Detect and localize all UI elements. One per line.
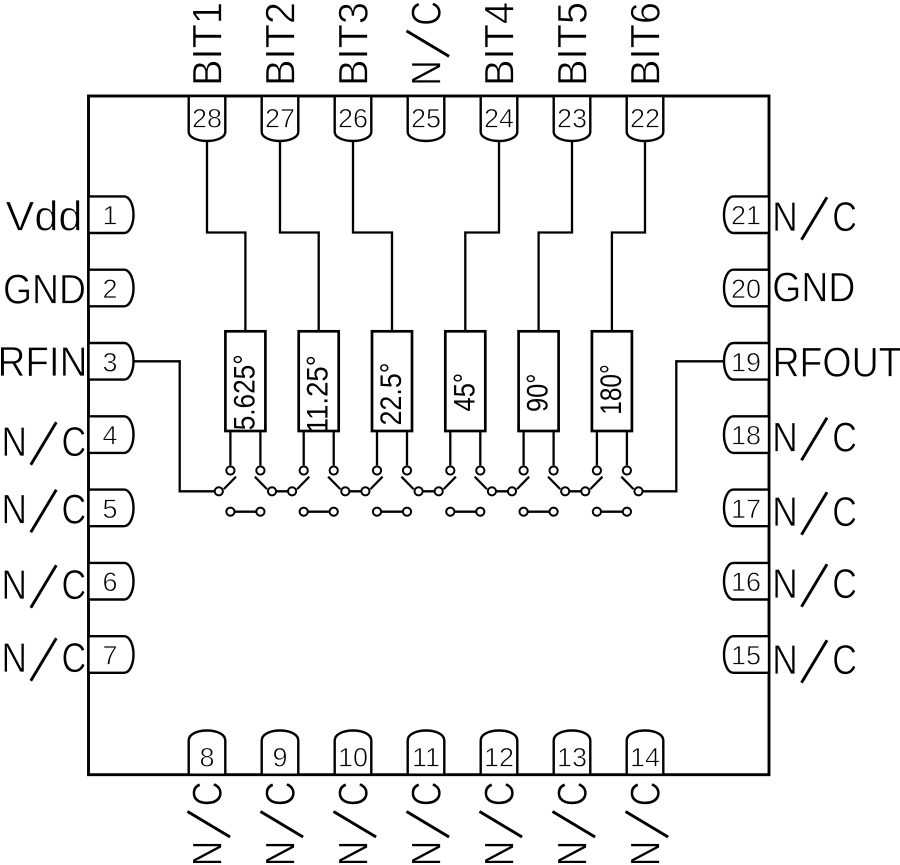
svg-text:16: 16 — [731, 567, 761, 597]
svg-text:BIT4: BIT4 — [475, 2, 522, 86]
svg-text:BIT6: BIT6 — [621, 2, 668, 86]
svg-text:20: 20 — [731, 274, 761, 304]
svg-text:N: N — [183, 841, 230, 865]
svg-text:Vdd: Vdd — [6, 193, 83, 240]
svg-text:90°: 90° — [522, 374, 555, 413]
svg-text:5.625°: 5.625° — [228, 354, 261, 430]
svg-text:C: C — [832, 193, 857, 240]
svg-text:N: N — [772, 636, 798, 683]
svg-text:N: N — [772, 488, 798, 535]
svg-text:2: 2 — [102, 274, 117, 304]
svg-text:BIT1: BIT1 — [183, 2, 230, 86]
svg-text:28: 28 — [192, 103, 222, 133]
svg-text:11.25°: 11.25° — [302, 355, 335, 433]
svg-text:19: 19 — [731, 347, 761, 377]
svg-text:25: 25 — [411, 103, 441, 133]
svg-text:N: N — [548, 841, 595, 865]
svg-text:C: C — [256, 782, 303, 807]
svg-text:45°: 45° — [448, 373, 481, 412]
svg-text:BIT3: BIT3 — [329, 2, 376, 86]
svg-text:10: 10 — [338, 743, 368, 773]
svg-text:N: N — [772, 414, 798, 461]
svg-text:N: N — [402, 841, 449, 865]
svg-text:23: 23 — [557, 103, 587, 133]
svg-text:N: N — [2, 418, 28, 465]
svg-text:C: C — [621, 782, 668, 807]
svg-text:N: N — [256, 841, 303, 865]
svg-text:C: C — [402, 782, 449, 807]
svg-text:RFIN: RFIN — [0, 338, 88, 385]
svg-text:6: 6 — [102, 567, 117, 597]
svg-text:8: 8 — [199, 743, 214, 773]
svg-text:27: 27 — [265, 103, 295, 133]
svg-text:1: 1 — [102, 201, 117, 231]
svg-text:5: 5 — [102, 494, 117, 524]
svg-text:N: N — [621, 841, 668, 865]
svg-text:9: 9 — [272, 743, 287, 773]
svg-text:C: C — [832, 560, 857, 607]
svg-text:22.5°: 22.5° — [375, 363, 408, 426]
svg-text:24: 24 — [484, 103, 514, 133]
svg-text:C: C — [475, 782, 522, 807]
svg-text:C: C — [62, 634, 87, 681]
svg-text:12: 12 — [484, 743, 514, 773]
svg-text:C: C — [832, 414, 857, 461]
svg-text:C: C — [329, 782, 376, 807]
svg-text:C: C — [402, 1, 449, 26]
svg-text:BIT5: BIT5 — [548, 2, 595, 86]
svg-text:N: N — [772, 193, 798, 240]
svg-text:3: 3 — [102, 347, 117, 377]
svg-text:BIT2: BIT2 — [256, 2, 303, 86]
svg-text:21: 21 — [731, 201, 761, 231]
svg-text:15: 15 — [731, 641, 761, 671]
svg-text:N: N — [475, 841, 522, 865]
svg-text:C: C — [832, 488, 857, 535]
svg-text:18: 18 — [731, 421, 761, 451]
svg-text:N: N — [2, 486, 28, 533]
svg-text:N: N — [772, 560, 798, 607]
svg-text:N: N — [2, 634, 28, 681]
svg-text:GND: GND — [772, 264, 855, 311]
svg-text:26: 26 — [338, 103, 368, 133]
svg-text:C: C — [183, 782, 230, 807]
svg-text:N: N — [402, 60, 449, 86]
svg-text:7: 7 — [102, 641, 117, 671]
svg-text:C: C — [548, 782, 595, 807]
svg-text:180°: 180° — [595, 364, 628, 415]
svg-text:N: N — [2, 561, 28, 608]
svg-text:C: C — [832, 636, 857, 683]
svg-text:N: N — [329, 841, 376, 865]
svg-text:C: C — [62, 418, 87, 465]
svg-text:4: 4 — [102, 421, 117, 451]
svg-text:11: 11 — [412, 743, 440, 773]
svg-text:C: C — [62, 561, 87, 608]
svg-text:13: 13 — [557, 743, 587, 773]
svg-text:17: 17 — [731, 494, 761, 524]
svg-text:GND: GND — [3, 265, 86, 312]
svg-text:14: 14 — [630, 743, 660, 773]
svg-text:RFOUT: RFOUT — [773, 339, 900, 386]
svg-text:C: C — [62, 486, 87, 533]
svg-text:22: 22 — [630, 103, 660, 133]
